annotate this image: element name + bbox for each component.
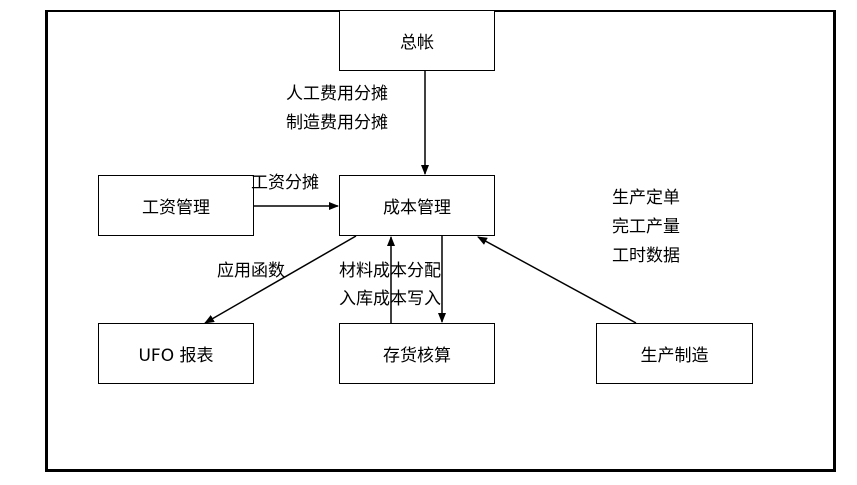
node-manufacturing: 生产制造 [596,323,753,384]
label-app-func: 应用函数 [217,261,285,281]
label-inbound-write: 入库成本写入 [339,289,441,309]
node-ufo: UFO 报表 [98,323,254,384]
label-finished-qty: 完工产量 [612,217,680,237]
arrow-cost-to-ufo [204,235,357,324]
label-labor-alloc: 人工费用分摊 [286,84,388,104]
node-ufo-label: UFO 报表 [138,346,214,366]
node-cost: 成本管理 [339,175,495,236]
node-ledger-label: 总帐 [400,33,434,53]
label-mfg-alloc: 制造费用分摊 [286,113,388,133]
node-payroll-label: 工资管理 [142,198,210,218]
label-wage-alloc: 工资分摊 [251,173,319,193]
node-cost-label: 成本管理 [383,198,451,218]
label-prod-order: 生产定单 [612,188,680,208]
node-inventory-label: 存货核算 [383,346,451,366]
node-ledger: 总帐 [339,10,495,71]
node-inventory: 存货核算 [339,323,495,384]
label-hours-data: 工时数据 [612,246,680,266]
arrow-manufacturing-to-cost [477,236,637,324]
node-payroll: 工资管理 [98,175,254,236]
node-manufacturing-label: 生产制造 [640,346,709,366]
label-material-alloc: 材料成本分配 [339,261,441,281]
